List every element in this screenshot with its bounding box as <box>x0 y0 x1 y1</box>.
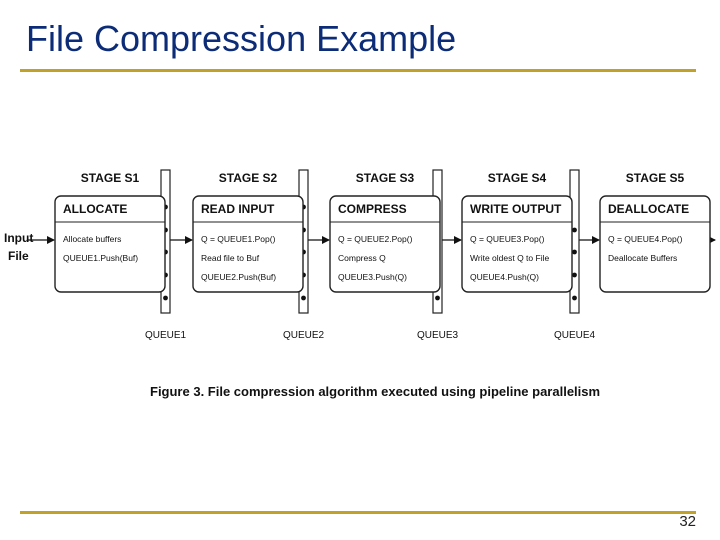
stage-frame <box>329 195 441 293</box>
stage-frame <box>54 195 166 293</box>
figure-caption: Figure 3. File compression algorithm exe… <box>150 384 600 399</box>
stage-label: STAGE S2 <box>219 171 278 185</box>
stage-box-5: STAGE S5 DEALLOCATE Q = QUEUE4.Pop() Deallo… <box>599 171 711 293</box>
page-number: 32 <box>679 513 696 530</box>
stage-step: QUEUE4.Push(Q) <box>470 272 539 282</box>
stage-name: WRITE OUTPUT <box>470 202 562 216</box>
stage-step: QUEUE3.Push(Q) <box>338 272 407 282</box>
stage-step: Q = QUEUE1.Pop() <box>201 234 276 244</box>
stage-box-2: STAGE S2 READ INPUT Q = QUEUE1.Pop() Read f… <box>192 171 304 293</box>
title-underline <box>20 69 696 72</box>
stage-label: STAGE S1 <box>81 171 140 185</box>
stage-step: Q = QUEUE2.Pop() <box>338 234 413 244</box>
queue-label: QUEUE4 <box>554 330 596 341</box>
stage-name: ALLOCATE <box>63 202 127 216</box>
queue-slot <box>572 272 577 278</box>
queue-label: QUEUE3 <box>417 330 459 341</box>
queue-slot <box>435 295 440 301</box>
stage-label: STAGE S4 <box>488 171 547 185</box>
stage-name: DEALLOCATE <box>608 202 689 216</box>
input-file-label-line1: Input <box>4 231 33 245</box>
stage-frame <box>192 195 304 293</box>
slide-title: File Compression Example <box>26 18 457 59</box>
input-file-label-line2: File <box>8 249 29 263</box>
footer-rule <box>20 511 696 514</box>
stage-step: QUEUE1.Push(Buf) <box>63 253 138 263</box>
stage-label: STAGE S3 <box>356 171 415 185</box>
queue-label: QUEUE1 <box>145 330 187 341</box>
queue-slot <box>301 295 306 301</box>
stage-step: Write oldest Q to File <box>470 253 549 263</box>
stage-name: COMPRESS <box>338 202 407 216</box>
stage-frame <box>461 195 573 293</box>
stage-step: QUEUE2.Push(Buf) <box>201 272 276 282</box>
queue-label: QUEUE2 <box>283 330 325 341</box>
stage-step: Deallocate Buffers <box>608 253 677 263</box>
queue-slot <box>163 295 168 301</box>
stage-box-4: STAGE S4 WRITE OUTPUT Q = QUEUE3.Pop() Writ… <box>461 171 573 293</box>
stage-name: READ INPUT <box>201 202 275 216</box>
stage-step: Allocate buffers <box>63 234 121 244</box>
stage-step: Q = QUEUE4.Pop() <box>608 234 683 244</box>
stage-step: Read file to Buf <box>201 253 260 263</box>
queue-slot <box>572 227 577 233</box>
stage-frame <box>599 195 711 293</box>
queue-slot <box>572 249 577 255</box>
stage-box-3: STAGE S3 COMPRESS Q = QUEUE2.Pop() Compress… <box>329 171 441 293</box>
stage-box-1: STAGE S1 ALLOCATE Allocate buffersQUEUE1.P… <box>54 171 166 293</box>
stage-step: Compress Q <box>338 253 386 263</box>
stage-step: Q = QUEUE3.Pop() <box>470 234 545 244</box>
queue-slot <box>572 295 577 301</box>
stage-label: STAGE S5 <box>626 171 685 185</box>
